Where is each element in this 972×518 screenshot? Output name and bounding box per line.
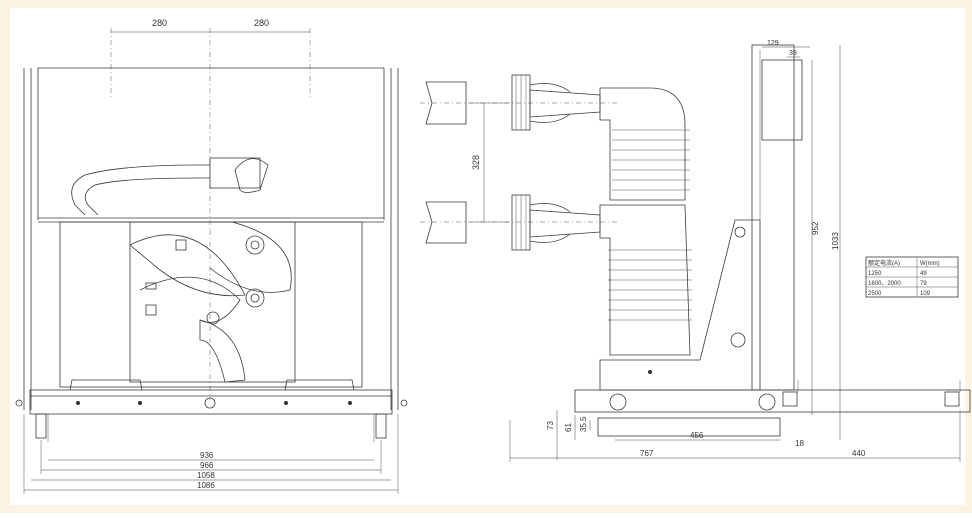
dim-front-top-right: 280 [254,18,269,28]
dim-456: 456 [690,431,704,440]
dim-936: 936 [200,451,214,460]
dim-1086: 1086 [197,481,215,490]
table-cell: 79 [920,281,927,287]
dim-1033: 1033 [831,232,840,250]
dim-front-top-left: 280 [152,18,167,28]
table-header-width: W(mm) [920,261,940,267]
dim-39: 39 [789,50,797,57]
table-cell: 1600、2000 [868,281,901,287]
dim-18: 18 [795,439,804,448]
table-header-current: 额定电流(A) [868,259,900,267]
dim-pole-spacing: 328 [471,155,481,170]
dim-440: 440 [852,449,866,458]
paper [10,8,965,505]
side-view-drawing: 328 [420,40,971,462]
dim-767: 767 [640,449,654,458]
front-view-drawing: 280 280 [15,18,408,494]
table-cell: 109 [920,291,931,297]
dim-73: 73 [546,421,555,430]
table-cell: 2500 [868,291,882,297]
dim-35-5: 35.5 [579,416,588,432]
insulator-icon [599,87,690,201]
dim-1058: 1058 [197,471,215,480]
dim-952: 952 [811,221,820,235]
dim-61: 61 [564,423,573,432]
dim-129: 129 [767,40,779,47]
current-width-table: 额定电流(A) W(mm) 1250 49 1600、2000 79 2500 … [865,256,959,298]
table-cell: 49 [920,271,927,277]
dim-966: 966 [200,461,214,470]
table-cell: 1250 [868,271,882,277]
